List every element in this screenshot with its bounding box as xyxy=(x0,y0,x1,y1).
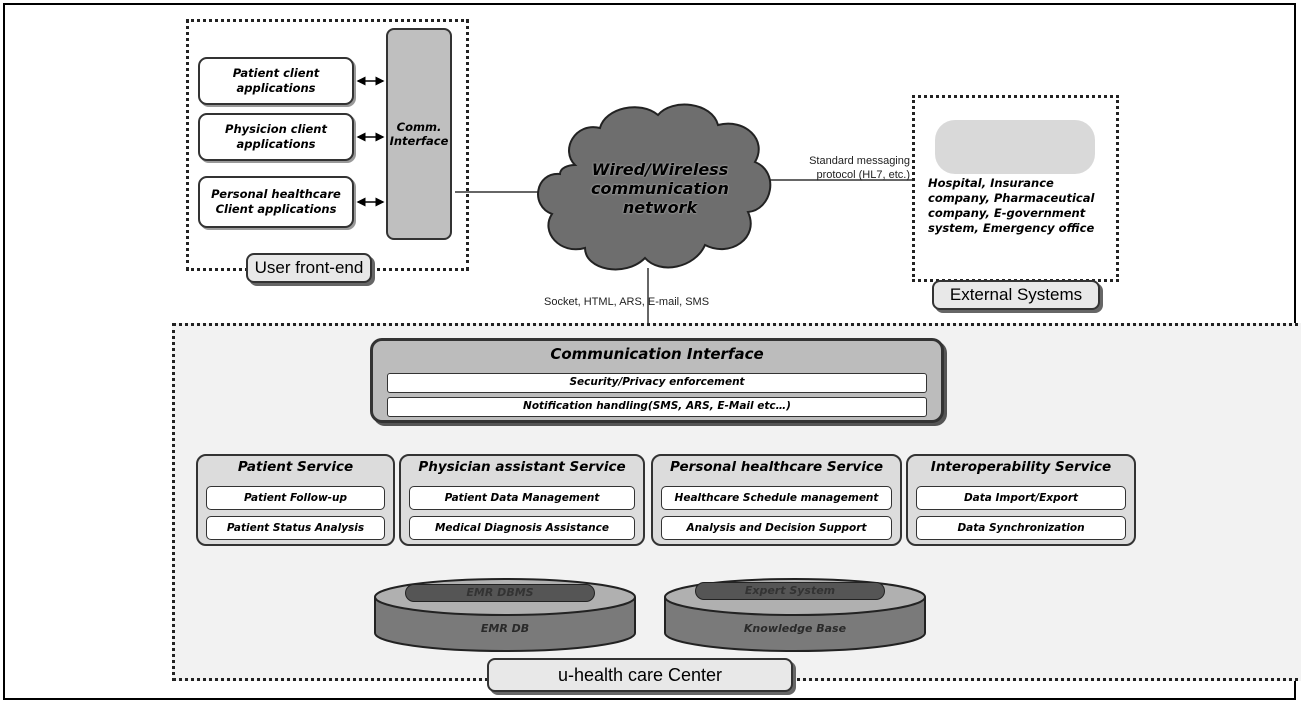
interoperability-service-title: Interoperability Service xyxy=(930,459,1112,475)
external-entities-text: Hospital, Insurance company, Pharmaceuti… xyxy=(928,176,1095,235)
link-protocol-text: Socket, HTML, ARS, E-mail, SMS xyxy=(544,296,710,308)
communication-interface-panel: Communication Interface Security/Privacy… xyxy=(370,338,944,423)
patient-followup-item: Patient Follow-up xyxy=(206,486,385,510)
emr-dbms-tag: EMR DBMS xyxy=(405,584,595,602)
patient-service-title: Patient Service xyxy=(237,459,354,475)
patient-client-box: Patient client applications xyxy=(198,57,354,105)
data-import-export-item: Data Import/Export xyxy=(916,486,1126,510)
health-center-label: u-health care Center xyxy=(487,658,793,692)
analysis-decision-item: Analysis and Decision Support xyxy=(661,516,892,540)
personal-healthcare-service-title: Personal healthcare Service xyxy=(669,459,884,475)
patient-service-panel: Patient Service Patient Follow-up Patien… xyxy=(196,454,395,546)
healthcare-schedule-item: Healthcare Schedule management xyxy=(661,486,892,510)
data-sync-item: Data Synchronization xyxy=(916,516,1126,540)
protocol-text: Standard messaging protocol (HL7, etc.) xyxy=(809,155,910,181)
emr-db-label: EMR DB xyxy=(480,622,530,635)
comm-interface-box: Comm. Interface xyxy=(386,28,452,240)
communication-interface-title: Communication Interface xyxy=(550,345,764,363)
medical-diagnosis-item: Medical Diagnosis Assistance xyxy=(409,516,635,540)
expert-system-tag: Expert System xyxy=(695,582,885,600)
knowledge-base-label: Knowledge Base xyxy=(743,622,847,635)
external-background-shape xyxy=(935,120,1095,174)
external-systems-label: External Systems xyxy=(932,280,1100,310)
personal-healthcare-client-box: Personal healthcare Client applications xyxy=(198,176,354,228)
physician-service-panel: Physician assistant Service Patient Data… xyxy=(399,454,645,546)
physician-client-box: Physicion client applications xyxy=(198,113,354,161)
security-privacy-item: Security/Privacy enforcement xyxy=(387,373,927,393)
network-cloud-shape xyxy=(537,103,772,271)
notification-handling-item: Notification handling(SMS, ARS, E-Mail e… xyxy=(387,397,927,417)
personal-healthcare-service-panel: Personal healthcare Service Healthcare S… xyxy=(651,454,902,546)
user-frontend-label: User front-end xyxy=(246,253,372,283)
network-label: Wired/Wireless communication network xyxy=(591,160,729,217)
patient-status-item: Patient Status Analysis xyxy=(206,516,385,540)
physician-service-title: Physician assistant Service xyxy=(418,459,626,475)
interoperability-service-panel: Interoperability Service Data Import/Exp… xyxy=(906,454,1136,546)
patient-data-item: Patient Data Management xyxy=(409,486,635,510)
